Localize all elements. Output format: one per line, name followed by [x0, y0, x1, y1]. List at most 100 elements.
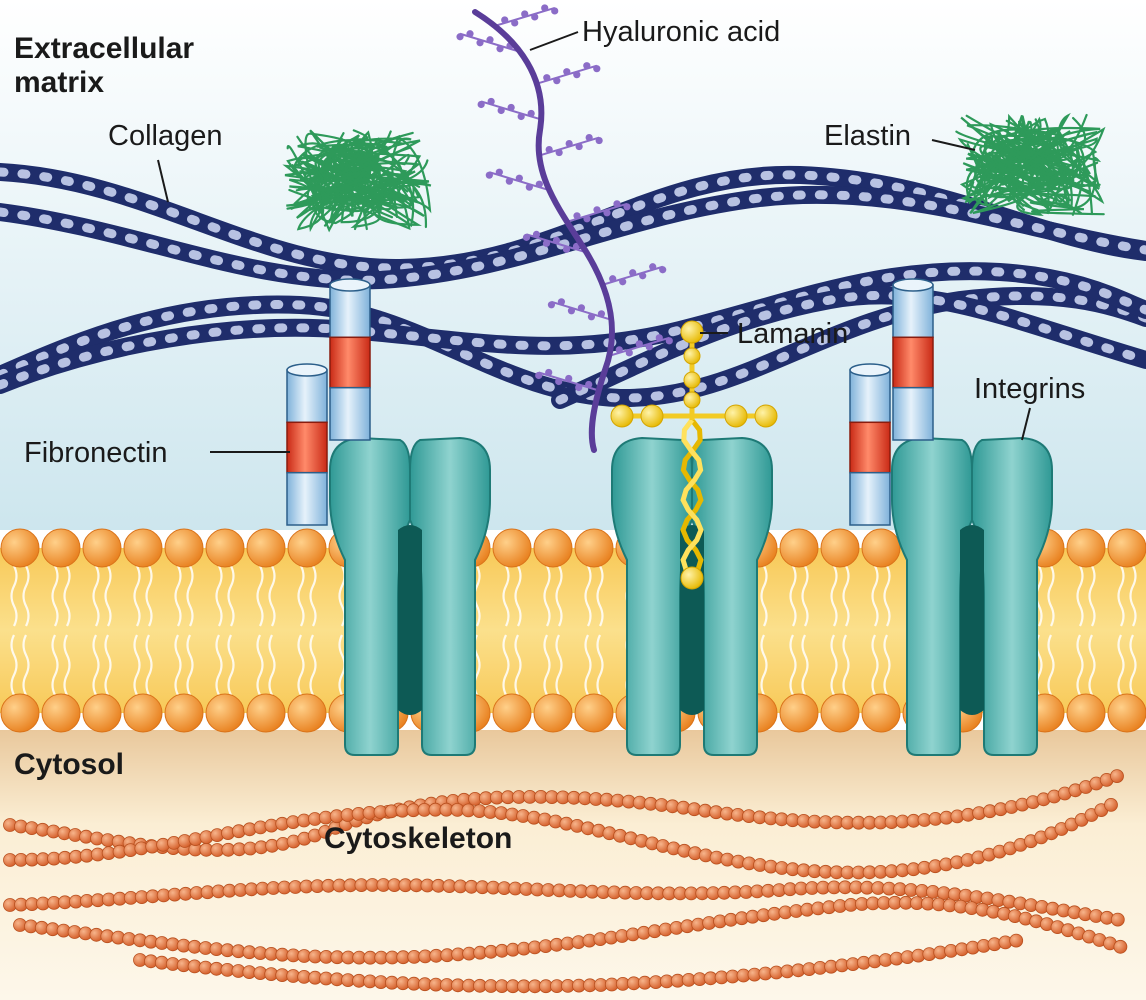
integrin-channel	[398, 525, 422, 715]
hyaluronic-bead	[655, 334, 663, 342]
hyaluronic-bead	[625, 349, 633, 357]
elastin-strand	[967, 134, 1093, 215]
actin-bead	[1113, 939, 1128, 954]
integrin-channel	[680, 525, 704, 715]
hyaluronic-bead	[535, 371, 543, 380]
hyaluronic-bead	[522, 233, 531, 241]
hyaluronic-bead	[542, 239, 551, 247]
fibronectin-segment	[892, 336, 934, 389]
hyaluronic-bead	[587, 313, 596, 321]
lamanin-label: Lamanin	[737, 318, 848, 350]
hyaluronic-bead	[532, 230, 541, 238]
leader-lines	[157, 31, 1031, 453]
elastin-strand	[980, 120, 1101, 203]
cytoskeleton-filaments	[3, 769, 1128, 994]
actin-bead	[1110, 769, 1124, 783]
hyaluronic-bead	[577, 304, 586, 312]
hyaluronic-bead	[517, 112, 525, 121]
hyaluronic-bead	[531, 13, 539, 21]
fibronectin-segment	[329, 336, 371, 389]
fibronectin-segment	[286, 369, 328, 424]
hyaluronic-bead	[609, 275, 617, 283]
hyaluronic-bead	[665, 337, 673, 345]
hyaluronic-bead	[615, 346, 623, 354]
hyaluronic-bead	[595, 136, 603, 145]
integrin-3	[891, 436, 1053, 756]
hyaluronic-bead	[527, 109, 535, 118]
hyaluronic-bead	[593, 206, 601, 214]
hyaluronic-bead	[619, 278, 627, 286]
cytoskeleton-label: Cytoskeleton	[324, 822, 512, 855]
fibronectin-label: Fibronectin	[24, 437, 167, 469]
fibronectin-segment	[892, 284, 934, 339]
elastin-strand	[298, 143, 392, 191]
hyaluronic-bead	[515, 174, 523, 182]
hyaluronic-bead	[476, 39, 484, 47]
laminin-globule	[724, 404, 748, 428]
hyaluronic-bead	[547, 301, 556, 309]
laminin-protein	[610, 320, 778, 590]
hyaluronic-bead	[541, 4, 549, 12]
actin-bead	[1110, 912, 1125, 927]
hyaluronic-bead	[543, 74, 551, 82]
fibronectin-segment	[286, 421, 328, 474]
hyaluronic-bead	[597, 310, 606, 318]
hyaluronic-bead	[635, 340, 643, 348]
fibronectin-segment	[849, 369, 891, 424]
actin-bead	[1104, 798, 1118, 812]
fibronectin-cap	[286, 363, 328, 377]
laminin-globule	[754, 404, 778, 428]
hyaluronic-acid	[456, 4, 673, 453]
hyaluronic-bead	[562, 245, 571, 253]
actin-bead	[1009, 933, 1024, 948]
hyaluronic-bead	[501, 16, 509, 24]
integrin-1	[329, 436, 491, 756]
hyaluronic-bead	[553, 77, 561, 85]
hyaluronic-bead	[466, 30, 474, 38]
fibronectin-segment	[286, 471, 328, 526]
laminin-globule	[683, 391, 701, 409]
elastin-tangle-left	[282, 129, 432, 233]
fibronectin-cap	[892, 278, 934, 292]
hyaluronic-bead	[603, 209, 611, 217]
hyaluronic-bead	[585, 380, 593, 389]
fibronectin-segment	[329, 386, 371, 441]
fibronectin-proteins	[286, 278, 934, 526]
elastin-strand	[295, 143, 415, 228]
hyaluronic-bead	[495, 168, 503, 176]
elastin-tangle-right	[955, 112, 1106, 216]
hyaluronic-bead	[535, 180, 543, 188]
laminin-globule	[680, 320, 704, 344]
hyaluronic-bead	[557, 298, 566, 306]
elastin-strand	[290, 158, 415, 231]
laminin-globule	[683, 347, 701, 365]
fibronectin-3	[892, 278, 934, 441]
elastin-strand	[286, 145, 429, 233]
collagen-label: Collagen	[108, 120, 222, 152]
hyaluronic-bead	[623, 203, 631, 211]
fibronectin-segment	[892, 386, 934, 441]
collagen-fibers	[0, 163, 1146, 409]
hyaluronic-bead	[645, 343, 653, 351]
hyaluronic-bead	[555, 377, 563, 386]
hyaluronic-bead	[485, 171, 493, 179]
hyaluronic-bead	[497, 106, 505, 115]
integrin-proteins	[329, 436, 1053, 756]
fibronectin-4	[849, 363, 891, 526]
hyaluronic-bead	[585, 133, 593, 142]
laminin-globule	[610, 404, 634, 428]
collagen-fiber-striation	[0, 190, 1146, 285]
hyaluronic-bead	[563, 68, 571, 76]
collagen-fiber-striation	[555, 290, 1146, 405]
hyaluronic-acid-label: Hyaluronic acid	[582, 16, 780, 48]
laminin-chain	[680, 418, 704, 571]
hyaluronic-bead	[555, 148, 563, 157]
hyaluronic-bead	[649, 263, 657, 271]
hyaluronic-bead	[565, 139, 573, 148]
hyaluronic-bead	[496, 45, 504, 53]
hyaluronic-bead	[573, 212, 581, 220]
hyaluronic-bead	[613, 200, 621, 208]
hyaluronic-bead	[583, 62, 591, 70]
